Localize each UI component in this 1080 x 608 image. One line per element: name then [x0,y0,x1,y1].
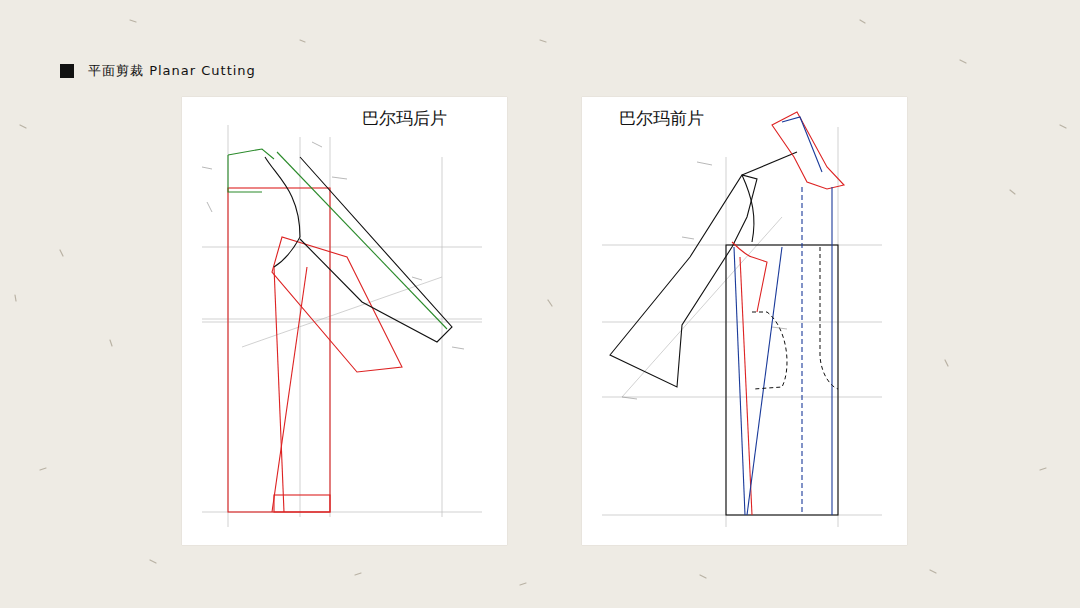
pattern-sheet: 巴尔玛前片 [582,97,907,545]
front-pattern-drawing [582,97,907,545]
back-pattern-drawing [182,97,507,545]
sheet-heading: 巴尔玛后片 [360,107,449,130]
pattern-sheet: 巴尔玛后片 [182,97,507,545]
sheet-heading: 巴尔玛前片 [617,107,706,130]
slide-title: 平面剪裁 Planar Cutting [88,62,256,80]
